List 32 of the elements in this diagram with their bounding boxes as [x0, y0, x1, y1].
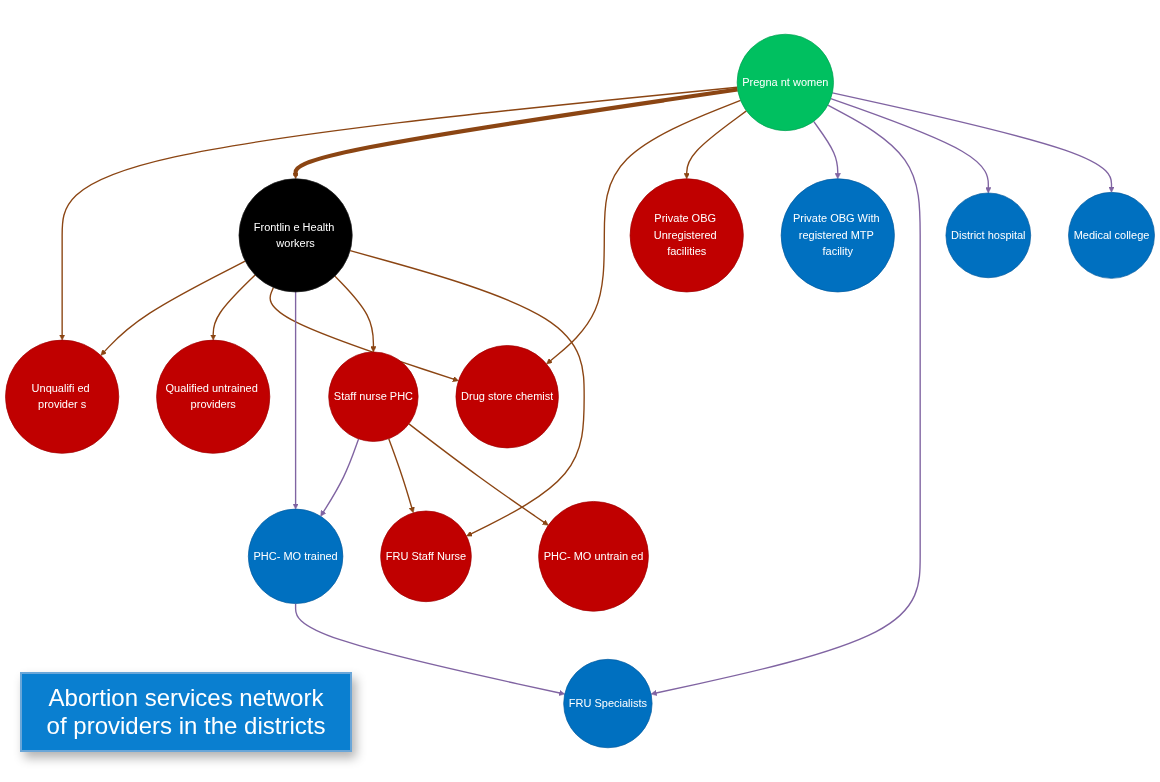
arrow: [292, 291, 299, 510]
arrow: [349, 249, 585, 537]
arrow: [100, 260, 246, 356]
node-circle: Unqualifi ed provider s: [5, 339, 120, 454]
node-circle: Frontlin e Health workers: [238, 178, 353, 293]
arrow: [334, 275, 377, 353]
node-circle: Private OBG With registered MTP facility: [780, 178, 895, 293]
node-circle: Qualified untrained providers: [156, 339, 271, 454]
node-circle: Private OBG Unregistered facilities: [629, 178, 744, 293]
node-circle: PHC- MO untrain ed: [538, 501, 649, 612]
node-circle: Pregna nt women: [736, 33, 834, 131]
arrow: [388, 438, 415, 514]
node-circle: Drug store chemist: [455, 345, 559, 449]
arrow: [546, 99, 742, 365]
arrow: [210, 274, 256, 341]
arrow: [683, 110, 748, 179]
node-circle: PHC- MO trained: [248, 508, 344, 604]
arrow: [408, 423, 549, 526]
arrow: [831, 92, 1115, 193]
arrow: [59, 86, 739, 341]
arrow: [650, 104, 921, 696]
node-circle: Staff nurse PHC: [328, 351, 419, 442]
arrow: [812, 120, 841, 179]
arrow: [830, 97, 992, 194]
arrow: [294, 602, 565, 696]
arrow: [292, 87, 738, 179]
arrow: [320, 438, 360, 517]
node-circle: Medical college: [1068, 192, 1155, 279]
node-circle: FRU Specialists: [563, 658, 653, 749]
title-banner: Abortion services network of providers in the districts: [20, 672, 352, 752]
node-circle: FRU Staff Nurse: [380, 510, 472, 603]
node-circle: District hospital: [945, 192, 1032, 279]
